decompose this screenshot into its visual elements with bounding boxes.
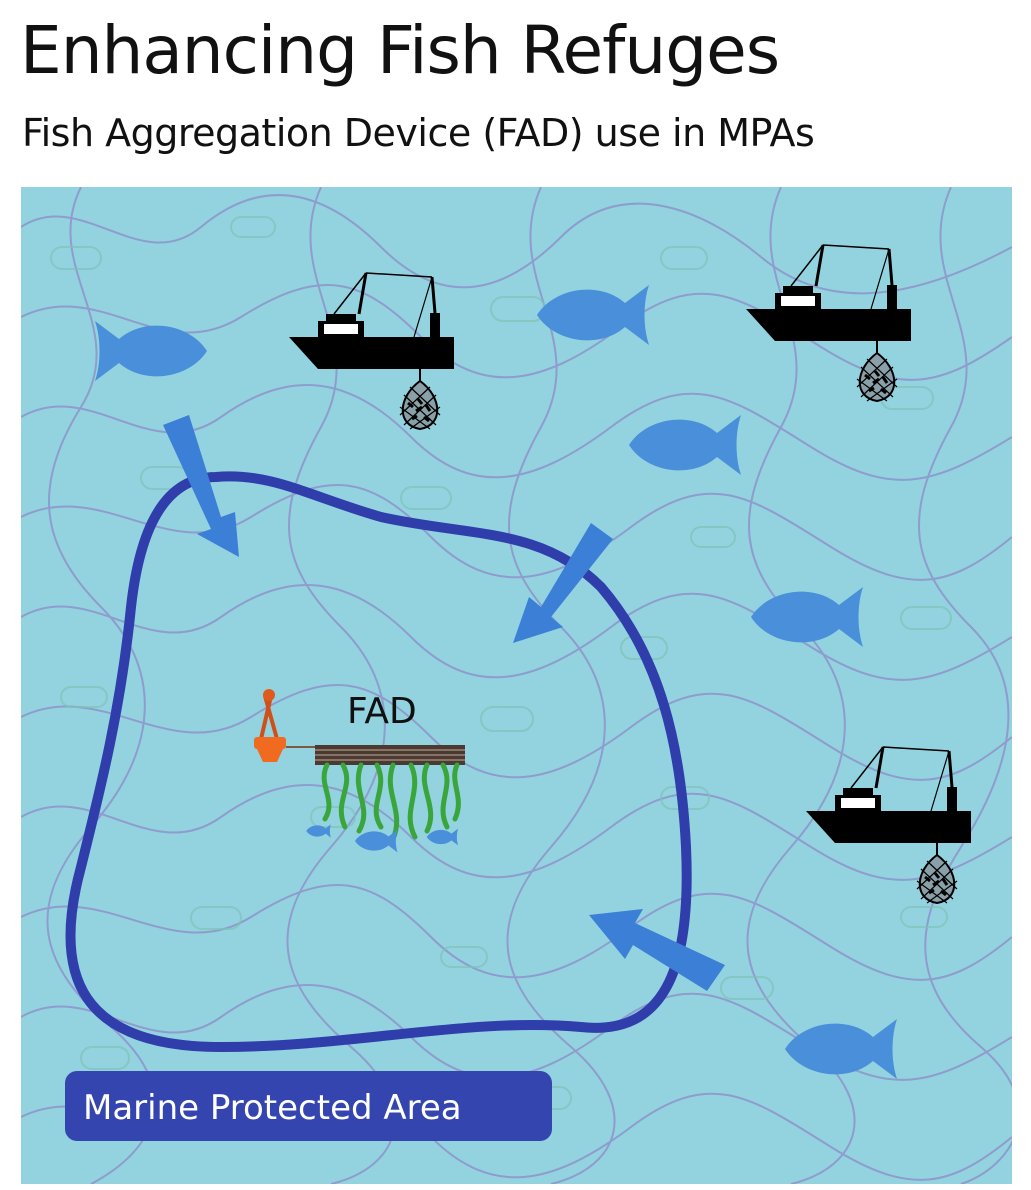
mpa-boundary: [65, 471, 692, 1053]
ocean-diagram: FAD Marine Protected Area: [21, 187, 1012, 1184]
page-title: Enhancing Fish Refuges: [20, 12, 780, 89]
water-bubble-pattern: [50, 216, 952, 1110]
fad-label: FAD: [347, 691, 417, 732]
mpa-label: Marine Protected Area: [83, 1088, 462, 1128]
page-subtitle: Fish Aggregation Device (FAD) use in MPA…: [22, 111, 815, 155]
mpa-label-box: [65, 1071, 552, 1141]
log-raft: [315, 745, 465, 765]
buoy-icon: [254, 689, 317, 762]
arrow-icon: [163, 415, 239, 557]
arrow-icon: [589, 909, 725, 991]
arrow-icon: [513, 523, 613, 643]
seaweed-icon: [321, 762, 461, 842]
